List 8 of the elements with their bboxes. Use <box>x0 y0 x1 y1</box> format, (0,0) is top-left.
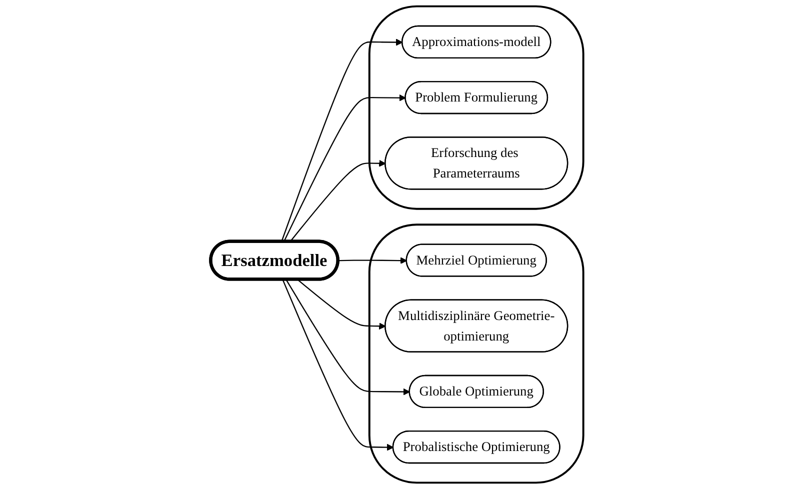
arrow <box>297 279 386 330</box>
arrow <box>282 279 394 451</box>
arrow <box>286 279 410 396</box>
arrow <box>338 257 408 264</box>
cluster <box>368 224 584 484</box>
arrow <box>283 94 406 242</box>
cluster <box>368 5 584 210</box>
arrow <box>280 38 403 242</box>
